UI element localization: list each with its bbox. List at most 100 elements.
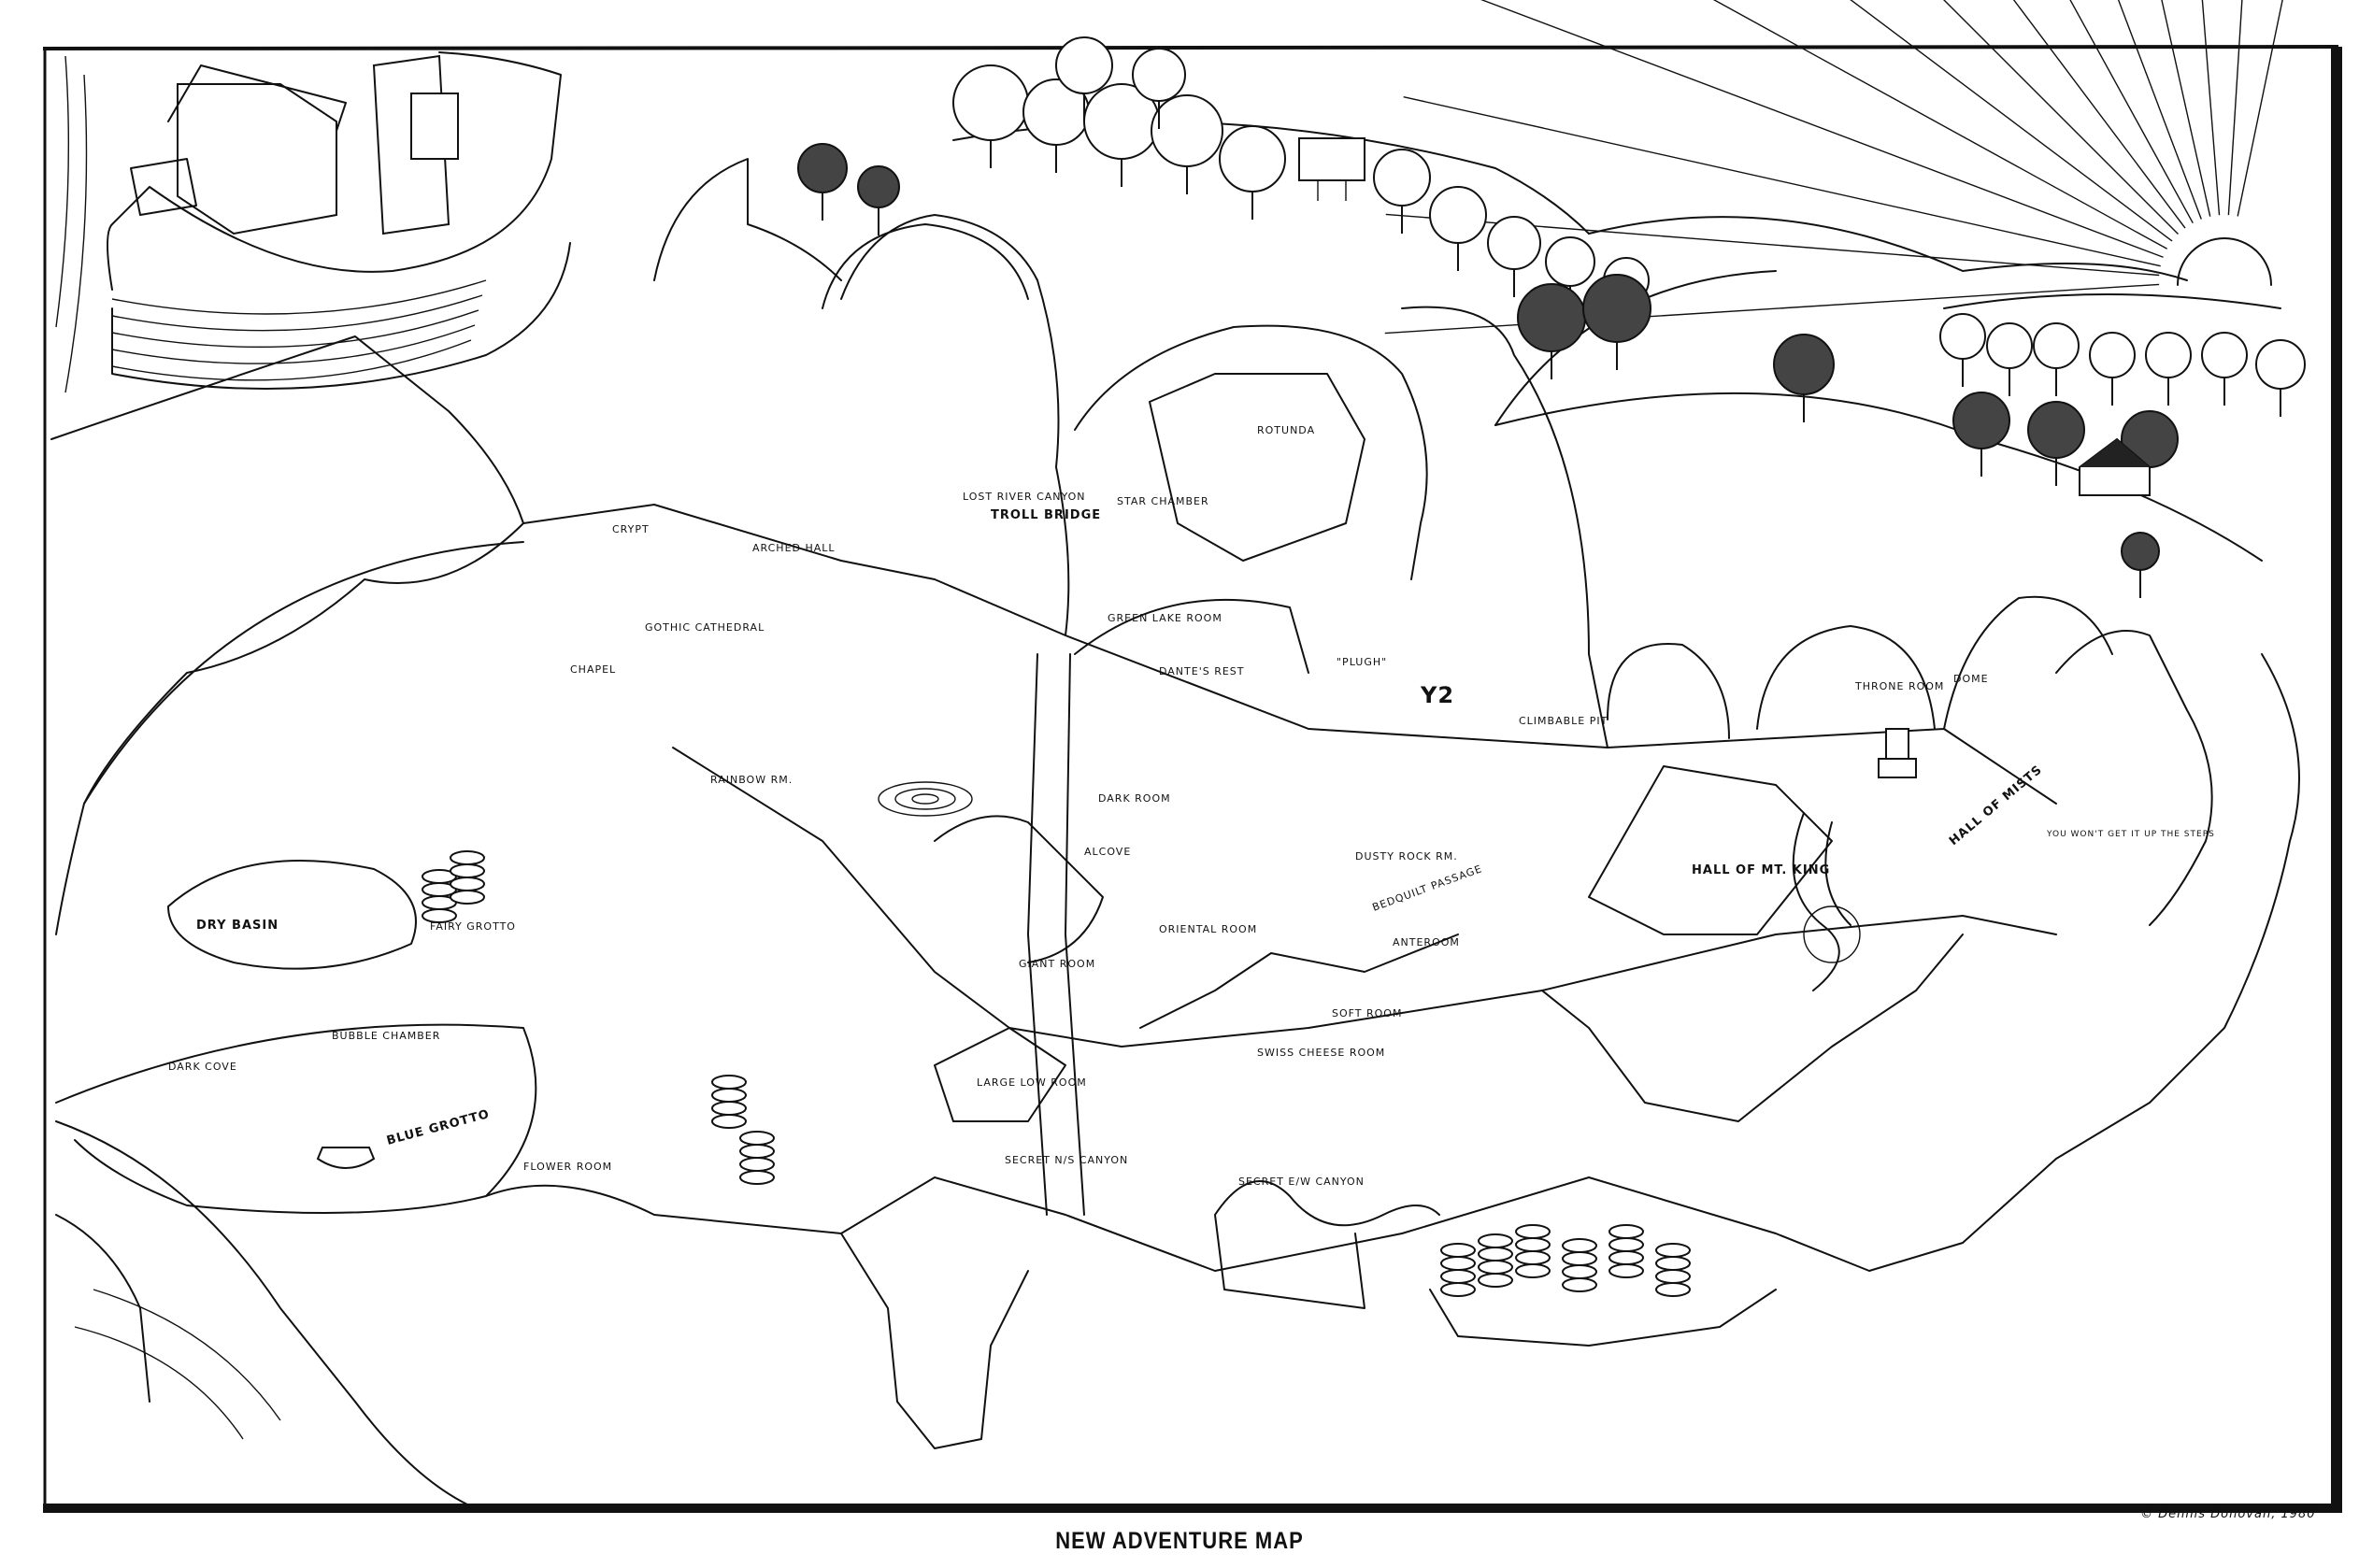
rock-stack bbox=[1515, 1263, 1551, 1278]
label-flower-room: FLOWER ROOM bbox=[523, 1161, 612, 1173]
label-dark-room: DARK ROOM bbox=[1098, 792, 1171, 805]
tree-icon bbox=[2033, 322, 2080, 396]
tree-icon bbox=[1939, 313, 1986, 387]
rock-stack bbox=[1515, 1224, 1551, 1239]
rock-stack bbox=[739, 1157, 775, 1172]
rock-stack bbox=[1440, 1243, 1476, 1258]
rock-stack bbox=[739, 1170, 775, 1185]
tree-icon bbox=[1986, 322, 2033, 396]
label-chapel: CHAPEL bbox=[570, 663, 616, 676]
rock-stack bbox=[1655, 1256, 1691, 1271]
label-arched-hall: ARCHED HALL bbox=[752, 542, 836, 554]
label-troll-bridge: TROLL BRIDGE bbox=[991, 508, 1101, 522]
rock-stack bbox=[1562, 1264, 1597, 1279]
rock-stack bbox=[1478, 1273, 1513, 1288]
tree-icon bbox=[1022, 78, 1090, 173]
sun-icon bbox=[1384, 0, 2283, 335]
rock-stack bbox=[711, 1101, 747, 1116]
forest-trees bbox=[797, 36, 2306, 598]
tree-icon bbox=[1487, 216, 1541, 297]
label-hall-of-mt-king: HALL OF MT. KING bbox=[1692, 863, 1830, 877]
rock-stack bbox=[1562, 1238, 1597, 1253]
label-throne-room: THRONE ROOM bbox=[1854, 680, 1944, 692]
map-title: NEW ADVENTURE MAP bbox=[1055, 1527, 1304, 1554]
label-star-chamber: STAR CHAMBER bbox=[1117, 495, 1209, 507]
label-swiss-cheese-room: SWISS CHEESE ROOM bbox=[1257, 1047, 1385, 1059]
rock-stack bbox=[739, 1131, 775, 1146]
copyright-signature: © Dennis Donovan, 1980 bbox=[2140, 1507, 2316, 1521]
tree-icon bbox=[2121, 532, 2160, 598]
label-alcove: ALCOVE bbox=[1084, 846, 1131, 858]
label-dome: DOME bbox=[1953, 673, 1989, 685]
label-dark-cove: DARK COVE bbox=[168, 1061, 237, 1073]
label-oriental-room: ORIENTAL ROOM bbox=[1159, 923, 1257, 935]
label-dusty-rock-room: DUSTY ROCK RM. bbox=[1355, 850, 1458, 862]
label-bubble-chamber: BUBBLE CHAMBER bbox=[332, 1030, 440, 1042]
tree-icon bbox=[2255, 339, 2306, 417]
label-secret-ew-canyon: SECRET E/W CANYON bbox=[1238, 1176, 1365, 1188]
tree-icon bbox=[2145, 332, 2192, 406]
rock-stack bbox=[739, 1144, 775, 1159]
label-anteroom: ANTEROOM bbox=[1393, 936, 1460, 948]
rock-stack bbox=[1478, 1247, 1513, 1262]
label-plugh: "PLUGH" bbox=[1337, 656, 1387, 668]
label-secret-ns-canyon: SECRET N/S CANYON bbox=[1005, 1154, 1128, 1166]
tree-icon bbox=[2027, 401, 2085, 486]
tree-icon bbox=[1429, 186, 1487, 271]
label-gothic-cathedral: GOTHIC CATHEDRAL bbox=[645, 621, 765, 634]
rock-stack bbox=[1562, 1277, 1597, 1292]
label-lost-river-canyon: LOST RIVER CANYON bbox=[963, 491, 1086, 503]
rock-stack bbox=[450, 877, 485, 891]
label-dantes-rest: DANTE'S REST bbox=[1159, 665, 1245, 677]
tree-icon bbox=[2201, 332, 2248, 406]
rock-stack bbox=[1440, 1282, 1476, 1297]
map-labels: DRY BASIN DARK COVE BUBBLE CHAMBER BLUE … bbox=[168, 424, 2215, 1188]
tree-icon bbox=[1517, 283, 1586, 379]
rock-stack bbox=[1515, 1237, 1551, 1252]
label-rainbow-room: RAINBOW RM. bbox=[710, 774, 793, 786]
rock-stack bbox=[1608, 1237, 1644, 1252]
label-crypt: CRYPT bbox=[612, 523, 650, 535]
tree-icon bbox=[1151, 94, 1223, 194]
rock-stack bbox=[1655, 1282, 1691, 1297]
cave-outlines bbox=[50, 137, 2300, 1505]
rock-stack bbox=[711, 1075, 747, 1090]
tree-icon bbox=[1055, 36, 1113, 121]
rock-stack bbox=[1478, 1233, 1513, 1248]
tree-icon bbox=[1582, 274, 1651, 370]
tree-icon bbox=[1373, 149, 1431, 234]
rock-stack bbox=[450, 890, 485, 905]
map-frame bbox=[42, 45, 2342, 1513]
rock-stack bbox=[1515, 1250, 1551, 1265]
rock-stack bbox=[1440, 1269, 1476, 1284]
rock-stack bbox=[1655, 1243, 1691, 1258]
tree-icon bbox=[1083, 83, 1160, 187]
rock-stack bbox=[1608, 1250, 1644, 1265]
rock-stack bbox=[1478, 1260, 1513, 1275]
rock-stack bbox=[711, 1088, 747, 1103]
label-steps-note: YOU WON'T GET IT UP THE STEPS bbox=[2046, 830, 2215, 839]
label-soft-room: SOFT ROOM bbox=[1332, 1007, 1402, 1019]
rock-stack bbox=[1608, 1263, 1644, 1278]
label-y2: Y2 bbox=[1420, 682, 1454, 708]
tree-icon bbox=[1132, 48, 1186, 129]
tree-icon bbox=[857, 165, 900, 235]
label-fairy-grotto: FAIRY GROTTO bbox=[430, 920, 516, 933]
rock-stack bbox=[1608, 1224, 1644, 1239]
tree-icon bbox=[797, 143, 848, 221]
rock-stack bbox=[1440, 1256, 1476, 1271]
rock-stack bbox=[450, 850, 485, 865]
rock-stack bbox=[1562, 1251, 1597, 1266]
rock-stack bbox=[711, 1114, 747, 1129]
tree-icon bbox=[952, 64, 1029, 168]
label-blue-grotto: BLUE GROTTO bbox=[385, 1107, 492, 1148]
label-green-lake-room: GREEN LAKE ROOM bbox=[1108, 612, 1222, 624]
rock-stack bbox=[1655, 1269, 1691, 1284]
label-large-low-room: LARGE LOW ROOM bbox=[977, 1076, 1087, 1089]
tree-icon bbox=[1773, 334, 1835, 422]
tree-icon bbox=[1219, 125, 1286, 220]
tree-icon bbox=[1952, 392, 2010, 477]
rock-stack bbox=[450, 863, 485, 878]
tree-icon bbox=[2089, 332, 2136, 406]
